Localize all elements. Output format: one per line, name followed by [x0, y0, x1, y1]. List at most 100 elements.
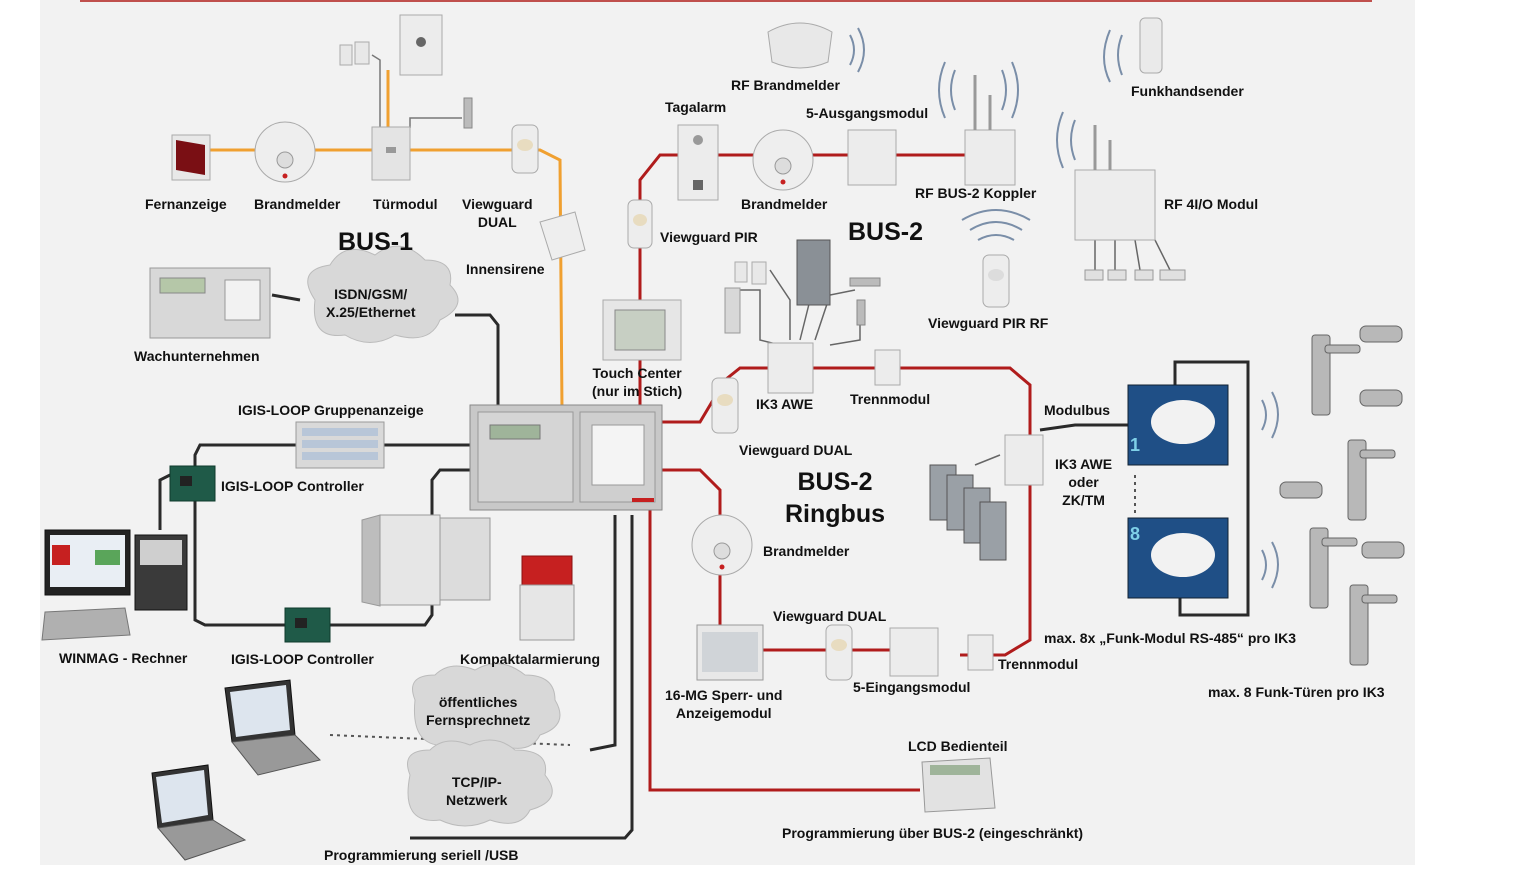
- label-viewguard-dual-bus1-l2: DUAL: [477, 214, 517, 230]
- wave-rf-bm-1: [849, 34, 855, 66]
- kompakt-red: [521, 555, 573, 587]
- ik3-awe-oder-device: [1004, 434, 1044, 486]
- wave-pirrf-1: [977, 234, 1015, 241]
- viewguard-dual-ring2-device: [825, 624, 853, 681]
- kompakt-line: [589, 515, 617, 752]
- label-wachunternehmen: Wachunternehmen: [134, 348, 260, 364]
- mg-modul-device: [696, 624, 764, 681]
- gruppenanzeige-device: [295, 421, 385, 469]
- funk-modul-8-device: [1127, 517, 1229, 599]
- label-trennmodul-2: Trennmodul: [998, 656, 1079, 672]
- label-programmierung-usb: Programmierung seriell /USB: [324, 847, 519, 863]
- bus1-title: BUS-1: [338, 228, 414, 256]
- ring-card-4: [979, 501, 1007, 561]
- ringcard-line: [974, 454, 1001, 466]
- bus1-main-line: [200, 148, 564, 411]
- brandmelder-ring-led: [719, 564, 725, 570]
- label-ausgangsmodul: 5-Ausgangsmodul: [806, 105, 929, 121]
- viewguard-dual-bus1-lens: [517, 139, 533, 151]
- label-tuermodul: Türmodul: [373, 196, 438, 212]
- ik3-schloss: [849, 277, 881, 287]
- bus2-ring-outer: [662, 366, 1032, 657]
- ik3-keypad: [796, 239, 831, 306]
- ik3-group-device: [724, 239, 881, 394]
- label-touch-center: Touch Center (nur im Stich): [592, 364, 682, 400]
- bus1-thin-lines: [371, 54, 462, 128]
- label-viewguard-pir: Viewguard PIR: [660, 229, 758, 245]
- laptop-2-display: [156, 770, 208, 823]
- label-programmierung-bus2: Programmierung über BUS-2 (eingeschränkt…: [782, 825, 1084, 841]
- wave-pirrf-3: [961, 209, 1031, 221]
- rf-io-body: [1074, 169, 1156, 241]
- innensirene-device: [539, 211, 586, 261]
- innensirene-body: [539, 211, 586, 261]
- cloud-shapes: [307, 245, 561, 827]
- wach-display: [159, 277, 206, 294]
- bus2-title: BUS-2: [848, 218, 924, 246]
- laptop-2-base: [157, 819, 247, 861]
- wave-rf-bm-2: [857, 27, 865, 73]
- wave-funk-1: [1261, 399, 1267, 431]
- gruppenanzeige-grid-3: [302, 452, 378, 460]
- funkhandsender-device: [1139, 17, 1163, 74]
- tcp-cloud-line1: TCP/IP-: [451, 774, 502, 790]
- viewguard-dual-ring-device: [711, 377, 739, 434]
- label-ik3-awe-oder-l3: ZK/TM: [1062, 492, 1105, 508]
- mg-modul-grid: [702, 632, 758, 672]
- tuerkontakt-a: [339, 44, 353, 66]
- loop-controller-2-device: [284, 607, 331, 643]
- label-viewguard-pir-rf: Viewguard PIR RF: [928, 315, 1049, 331]
- label-viewguard-dual-ring: Viewguard DUAL: [739, 442, 853, 458]
- rf-brandmelder-body: [767, 22, 833, 69]
- fernanzeige-device: [171, 134, 211, 181]
- fernanzeige-red: [176, 140, 205, 175]
- brandmelder-bus2-center: [774, 157, 792, 175]
- funk-modul-1-disc: [1151, 400, 1215, 444]
- door-handle-4: [1349, 584, 1369, 666]
- label-ik3-awe-oder-l1: IK3 AWE: [1055, 456, 1113, 472]
- rf-io-io-2: [1107, 269, 1127, 281]
- label-loop-controller-2: IGIS-LOOP Controller: [231, 651, 374, 667]
- viewguard-dual-bus1-device: [511, 124, 539, 174]
- wave-hand-2: [1103, 29, 1111, 83]
- gruppenanzeige-grid-1: [302, 428, 378, 436]
- touch-center-device: [602, 299, 682, 361]
- rf-io-io-4: [1159, 269, 1186, 281]
- tuerkontakt-device: [339, 41, 370, 66]
- cabinet-side: [361, 514, 381, 607]
- label-tagalarm: Tagalarm: [665, 99, 727, 115]
- radio-waves: [849, 27, 1279, 589]
- laptop-2-device: [151, 764, 247, 861]
- wave-koppler-3: [1001, 69, 1007, 111]
- label-kompaktalarmierung: Kompaktalarmierung: [460, 651, 601, 667]
- kompakt-device: [519, 555, 575, 641]
- ik3-line-1: [735, 289, 781, 346]
- pc-keyboard: [41, 607, 131, 641]
- touch-center-screen: [614, 309, 666, 351]
- header-rule: [80, 0, 1372, 2]
- label-ik3-awe-oder-l2: oder: [1068, 474, 1099, 490]
- bus1-lines: [200, 70, 564, 411]
- brandmelder-bus2-led: [780, 179, 786, 185]
- label-lcd-bedienteil: LCD Bedienteil: [908, 738, 1008, 754]
- ik3-kontakt-1: [734, 261, 748, 283]
- isdn-cloud-label: ISDN/GSM/ X.25/Ethernet: [326, 285, 415, 321]
- bus2-upper-line: [638, 153, 1000, 410]
- cylinder-2: [1359, 389, 1403, 407]
- viewguard-dual-ring2-lens: [831, 639, 847, 651]
- loop-controller-1-device: [169, 465, 216, 502]
- wave-koppler-1: [950, 69, 956, 111]
- cylinder-3: [1279, 481, 1323, 499]
- isdn-cloud-shape: [307, 245, 459, 343]
- pc-screen-red: [52, 545, 70, 565]
- eingangsmodul-device: [889, 627, 939, 677]
- modulbus-line: [1039, 423, 1128, 432]
- trennmodul-2-body: [967, 634, 994, 671]
- label-eingangsmodul: 5-Eingangsmodul: [853, 679, 971, 695]
- label-funk-modul: max. 8x „Funk-Modul RS-485“ pro IK3: [1044, 630, 1297, 646]
- wach-isdn-line: [271, 293, 301, 302]
- label-mg-modul-l2: Anzeigemodul: [675, 705, 772, 721]
- tuerterminal-lock: [416, 37, 426, 47]
- label-gruppenanzeige: IGIS-LOOP Gruppenanzeige: [238, 402, 424, 418]
- label-brandmelder-ring: Brandmelder: [763, 543, 850, 559]
